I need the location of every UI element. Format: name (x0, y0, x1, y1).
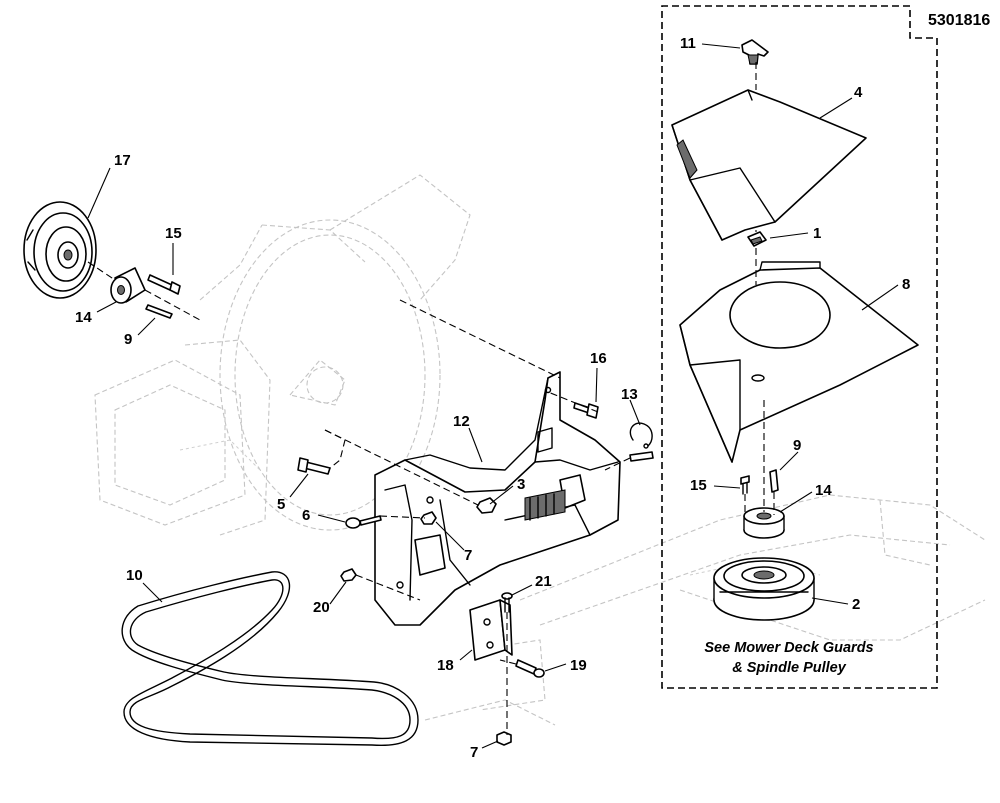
note-mower-deck-guards: See Mower Deck Guards & Spindle Pulley (674, 638, 904, 678)
v-belt-10 (121, 571, 419, 747)
callout-1: 1 (813, 225, 822, 242)
note-line-2: & Spindle Pulley (732, 660, 846, 676)
callout-6: 6 (302, 507, 311, 524)
spindle-pulley-2 (713, 557, 815, 621)
callout-13: 13 (621, 386, 638, 403)
callout-15-left: 15 (165, 225, 182, 242)
callout-19: 19 (570, 657, 587, 674)
key-9-right (769, 469, 779, 493)
callout-16: 16 (590, 350, 607, 367)
callout-14-right: 14 (815, 482, 832, 499)
pulley-hub-14-right (743, 507, 785, 539)
callout-8: 8 (902, 276, 911, 293)
leader-lines (87, 43, 899, 749)
callout-12: 12 (453, 413, 470, 430)
callout-20: 20 (313, 599, 330, 616)
nut-3 (476, 497, 497, 514)
assembly-frame (661, 5, 938, 689)
bolt-5 (297, 457, 331, 475)
callout-10: 10 (126, 567, 143, 584)
bolt-19 (515, 659, 545, 678)
bracket-18 (469, 599, 513, 661)
callout-18: 18 (437, 657, 454, 674)
callout-14-left: 14 (75, 309, 92, 326)
callout-5: 5 (277, 496, 286, 513)
bolt-15-right (740, 475, 750, 495)
reference-number: 5301816 (928, 12, 991, 29)
callout-7-lower: 7 (470, 744, 479, 761)
clip-1 (747, 231, 767, 247)
callout-11: 11 (680, 35, 696, 52)
key-9-left (145, 304, 173, 319)
guard-8 (679, 261, 919, 463)
callout-4: 4 (854, 84, 863, 101)
assembly-lines (324, 62, 775, 735)
pulley-17 (23, 201, 97, 299)
bolt-16 (573, 402, 599, 419)
guard-4 (671, 89, 867, 241)
pin-13 (629, 422, 654, 462)
callout-2: 2 (852, 596, 861, 613)
callout-3: 3 (517, 476, 526, 493)
nut-20 (340, 568, 357, 582)
nut-7-bracket (420, 511, 437, 525)
callout-15-right: 15 (690, 477, 707, 494)
knob-11 (741, 39, 769, 65)
callout-17: 17 (114, 152, 131, 169)
callout-7-bracket: 7 (464, 547, 473, 564)
callout-9-left: 9 (124, 331, 133, 348)
pulley-hub-14-left (110, 267, 146, 304)
nut-7-lower (496, 731, 512, 746)
callout-9-right: 9 (793, 437, 802, 454)
phantom-engine-housing (94, 174, 471, 536)
bolt-15-left (147, 274, 181, 295)
eyebolt-6 (345, 515, 382, 529)
callout-21: 21 (535, 573, 552, 590)
bolt-21 (501, 592, 513, 613)
note-line-1: See Mower Deck Guards (704, 640, 874, 656)
